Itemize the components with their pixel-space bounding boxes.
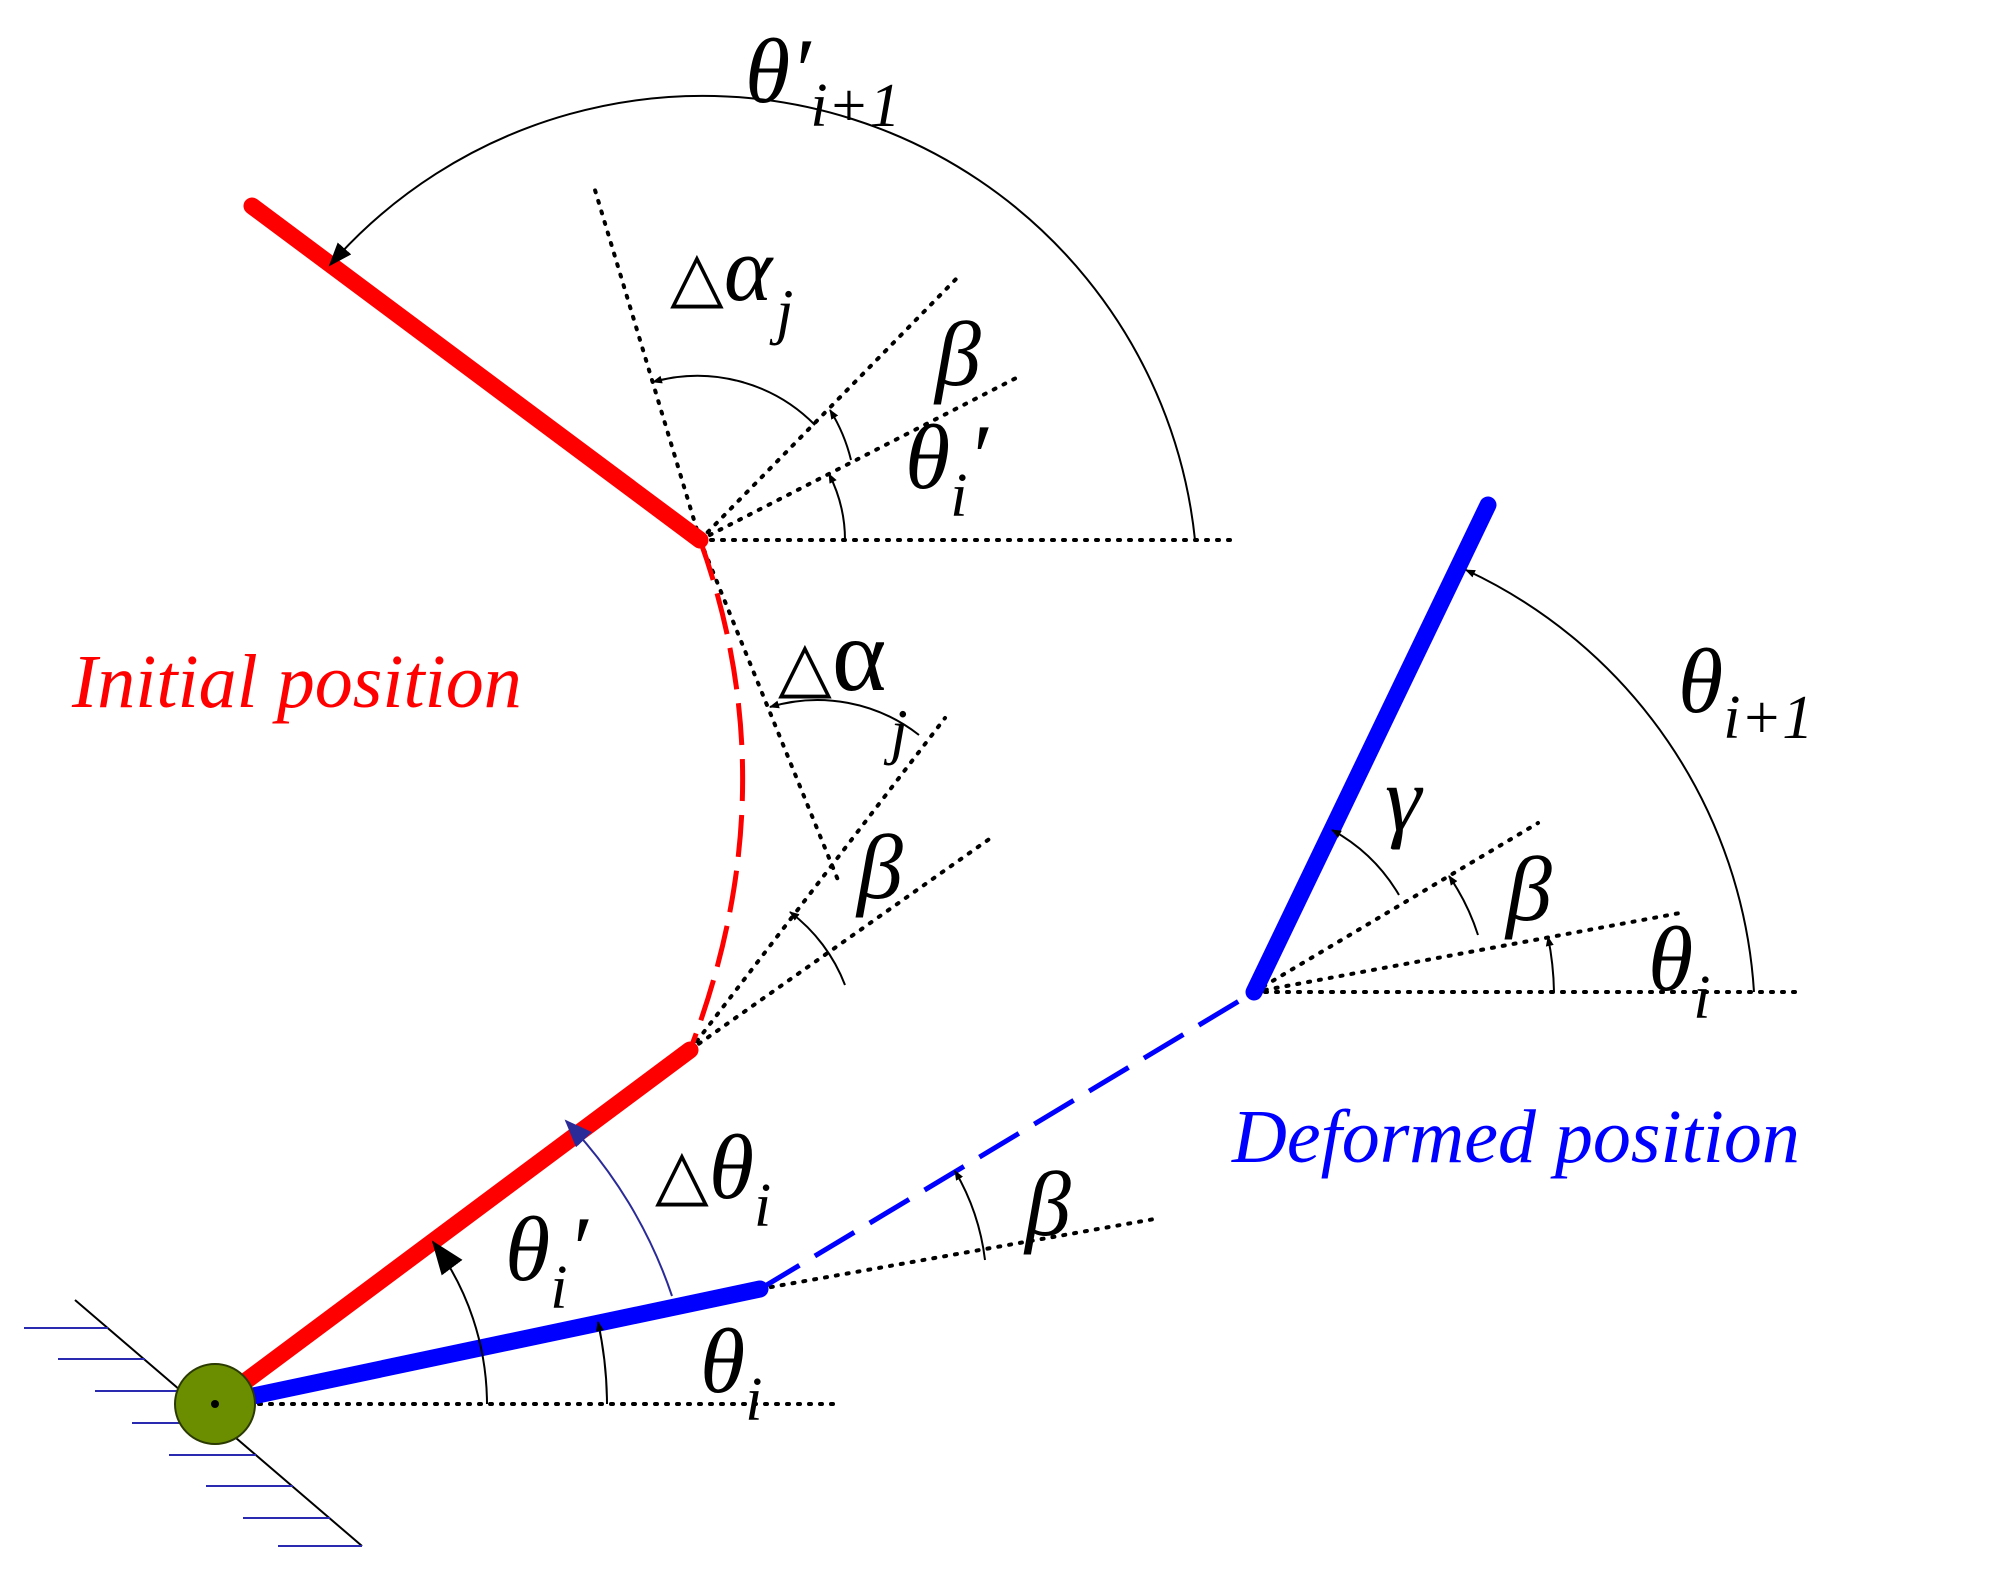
theta-i-plus-1-label: θi+1	[1678, 630, 1813, 752]
base-hinge	[174, 1363, 256, 1445]
deformed-position-label: Deformed position	[1231, 1095, 1800, 1179]
deformed-theta-i-arc	[1545, 936, 1555, 993]
upper-theta-i-prime-arc	[828, 473, 846, 541]
upper-beta-arc	[829, 409, 852, 461]
deformed-lower-link	[206, 1280, 769, 1413]
base-theta-i-prime-arc	[431, 1240, 488, 1405]
base-theta-i-label: θi	[700, 1310, 762, 1434]
bottom-beta-label: β	[1023, 1153, 1071, 1255]
initial-lower-link	[206, 1041, 699, 1413]
deformed-gamma-arc	[1331, 829, 1400, 896]
gamma-label: γ	[1385, 748, 1424, 850]
position-labels: Initial position Deformed position	[71, 640, 1800, 1179]
initial-flexible-segment	[687, 539, 746, 1051]
lower-beta-arc	[789, 911, 846, 986]
deformed-beta-label: β	[1504, 838, 1552, 940]
lower-delta-alpha-arc	[769, 699, 920, 736]
deformed-flexible-segment	[758, 989, 1256, 1292]
theta-prime-i-plus-1-label: θ′i+1	[745, 20, 900, 140]
base-theta-i-prime-label: θi′	[505, 1198, 589, 1322]
delta-alpha-j-upper-label: △αj	[670, 218, 793, 346]
upper-theta-i-prime-label: θi′	[905, 406, 989, 530]
upper-beta-label: β	[933, 303, 981, 405]
upper-delta-alpha-arc	[652, 374, 816, 426]
delta-theta-i-label: △θi	[655, 1116, 771, 1240]
base-theta-i-arc	[596, 1321, 608, 1405]
reference-lines	[213, 188, 1797, 1406]
deformed-beta-arc	[1448, 875, 1479, 936]
theta-i-plus-1-arc	[1465, 569, 1755, 993]
angle-arcs	[328, 94, 1755, 1405]
lower-beta-label: β	[855, 816, 903, 918]
deformed-configuration	[206, 496, 1497, 1413]
delta-alpha-j-lower-label: △αj	[778, 598, 908, 766]
beta-arc-blue-joint	[954, 1170, 986, 1261]
symbol-labels: θ′i+1 △αj β θi′ △αj β γ β θi θi+1 △θi	[505, 20, 1813, 1434]
delta-theta-arc	[564, 1119, 673, 1297]
theta-prime-i-plus-1-arc	[328, 94, 1196, 541]
initial-position-label: Initial position	[71, 640, 522, 724]
deformed-theta-i-label: θi	[1648, 908, 1710, 1032]
initial-upper-link	[243, 197, 709, 549]
initial-configuration	[206, 197, 746, 1413]
deformed-upper-link	[1245, 496, 1497, 1001]
